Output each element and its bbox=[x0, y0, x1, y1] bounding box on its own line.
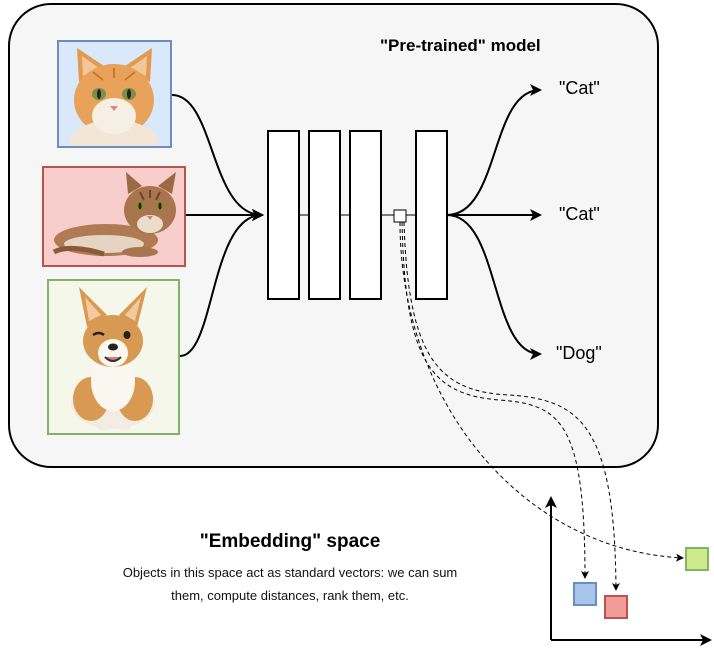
embedding-node bbox=[393, 209, 407, 223]
output-connector-1 bbox=[446, 84, 542, 216]
network-layer-2 bbox=[308, 130, 341, 300]
network-layer-1 bbox=[267, 130, 300, 300]
tabby-cat-icon bbox=[52, 172, 176, 257]
output-label-3: "Dog" bbox=[556, 343, 602, 363]
network-layer-4 bbox=[415, 130, 448, 300]
input-image-cat-1 bbox=[57, 40, 172, 148]
embedding-point-green bbox=[685, 547, 709, 571]
network-layer-3 bbox=[349, 130, 382, 300]
corgi-dog-icon bbox=[71, 287, 155, 430]
embedding-title: "Embedding" space bbox=[199, 531, 381, 552]
embedding-point-blue bbox=[573, 582, 597, 606]
embedding-description: Objects in this space act as standard ve… bbox=[60, 561, 520, 607]
embedding-point-red bbox=[604, 595, 628, 619]
input-image-cat-2 bbox=[42, 166, 186, 267]
embedding-description-line-2: them, compute distances, rank them, etc. bbox=[171, 588, 409, 603]
input-connector-3 bbox=[179, 209, 264, 357]
projection-blue bbox=[401, 221, 589, 579]
orange-cat-icon bbox=[70, 48, 158, 146]
model-title: "Pre-trained" model bbox=[380, 36, 541, 55]
output-label-1: "Cat" bbox=[559, 78, 600, 98]
output-connector-3 bbox=[446, 214, 542, 360]
input-image-dog bbox=[47, 279, 180, 435]
output-label-2: "Cat" bbox=[559, 204, 600, 224]
input-connector-1 bbox=[171, 94, 264, 221]
embedding-description-line-1: Objects in this space act as standard ve… bbox=[122, 565, 458, 580]
